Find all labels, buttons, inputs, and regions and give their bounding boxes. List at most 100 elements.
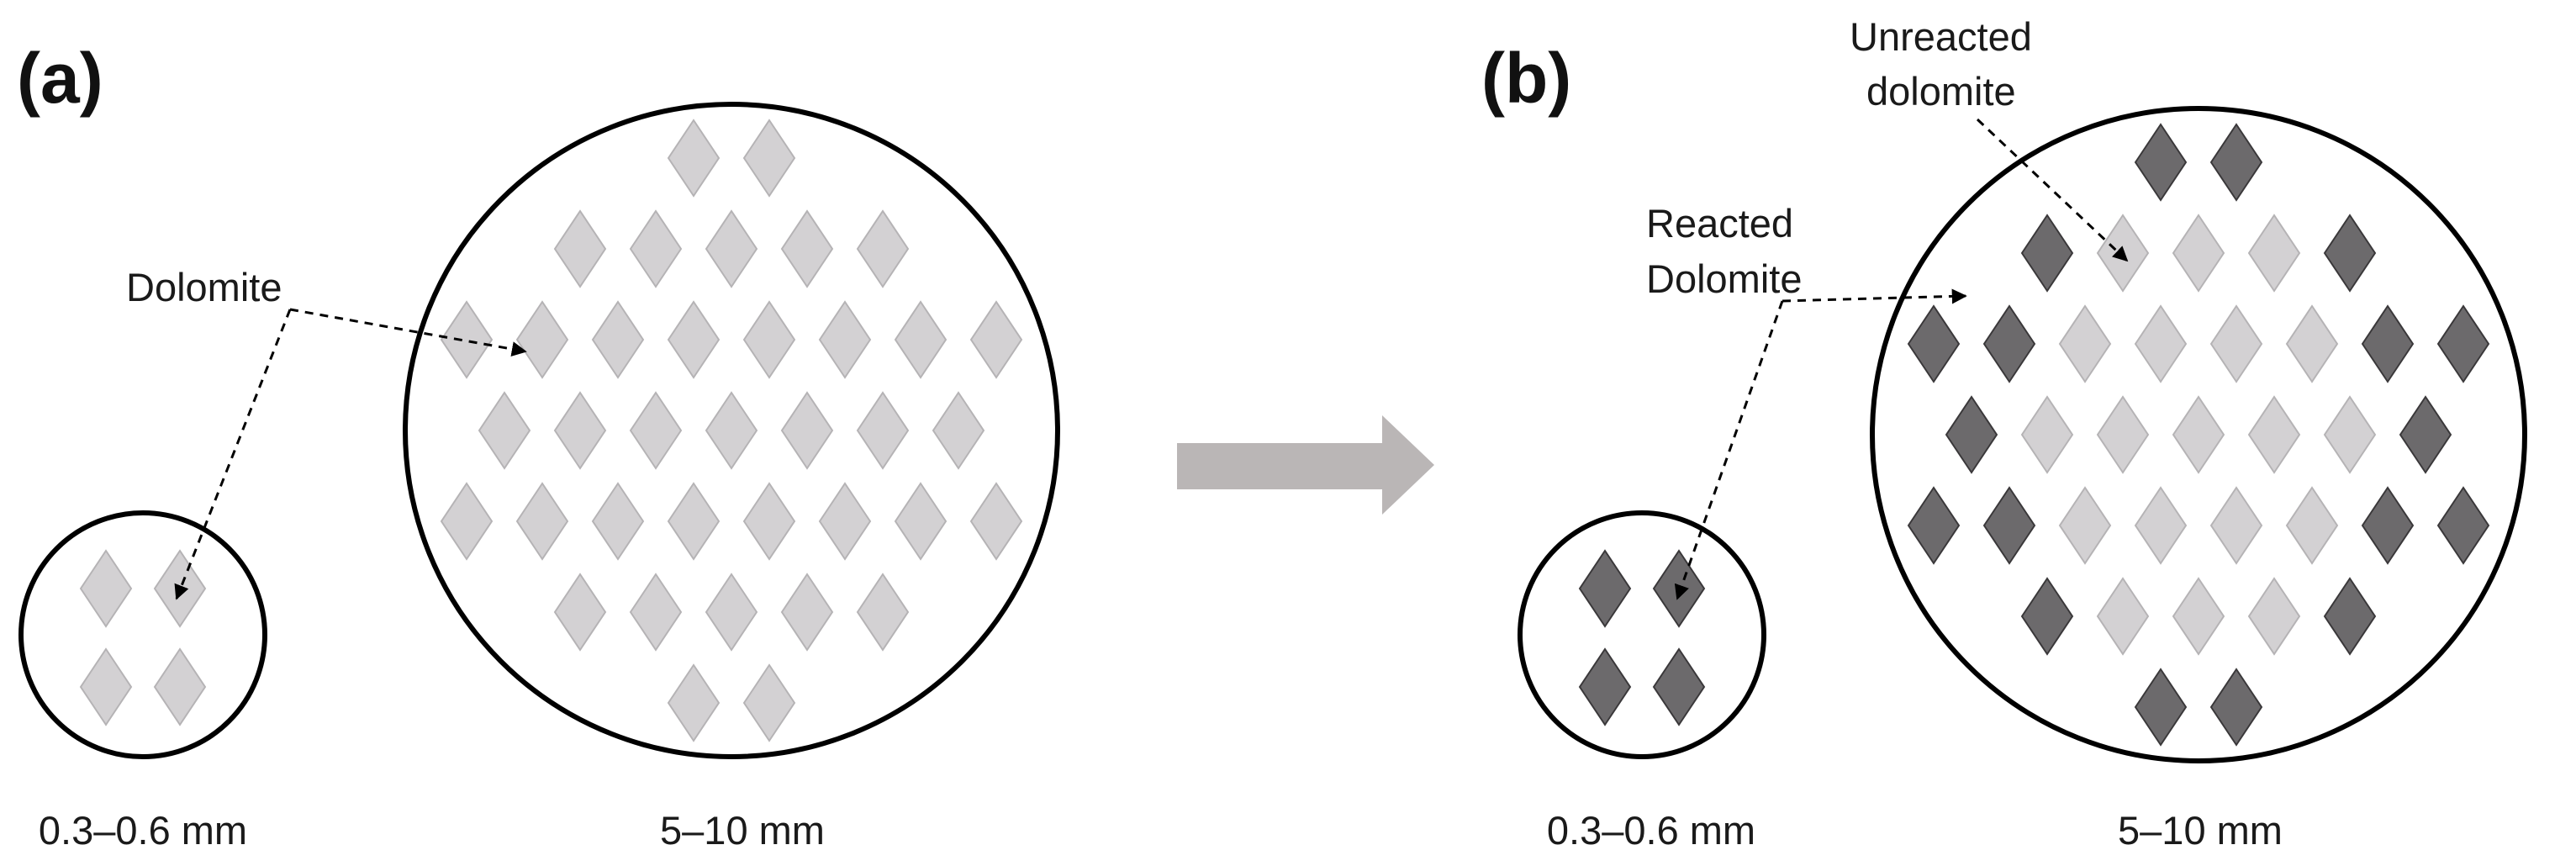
- unreacted-dolomite-grain: [2285, 304, 2339, 383]
- reacted-dolomite-grain: [2323, 577, 2377, 656]
- dolomite-leader-small: [174, 309, 292, 600]
- unreacted-dolomite-grain: [2096, 395, 2150, 474]
- unreacted-dolomite-grain: [969, 482, 1023, 561]
- small-particle-b: [1518, 510, 1766, 759]
- dolomite-grain: [79, 647, 133, 726]
- unreacted-dolomite-grain: [515, 300, 569, 379]
- reacted-dolomite-grain: [2020, 214, 2074, 293]
- small-particle-a-grains: [79, 549, 207, 726]
- unreacted-dolomite-grain: [2172, 577, 2225, 656]
- size-label-a-small: 0.3–0.6 mm: [39, 808, 247, 853]
- callout-dolomite: Dolomite: [126, 265, 282, 309]
- large-particle-b-grains: [1907, 123, 2490, 747]
- unreacted-dolomite-grain: [591, 482, 645, 561]
- large-particle-a-grains: [440, 119, 1023, 742]
- reacted-dolomite-grain: [1945, 395, 1998, 474]
- unreacted-leader: [1976, 118, 2129, 262]
- small-particle-b-grains: [1578, 549, 1706, 726]
- unreacted-dolomite-grain: [856, 209, 910, 288]
- callout-unreacted-line2: dolomite: [1866, 69, 2016, 114]
- unreacted-dolomite-grain: [2172, 395, 2225, 474]
- unreacted-dolomite-grain: [667, 663, 721, 742]
- unreacted-dolomite-grain: [667, 119, 721, 198]
- unreacted-dolomite-grain: [667, 300, 721, 379]
- unreacted-dolomite-grain: [2134, 304, 2188, 383]
- callout-reacted-line1: Reacted: [1646, 201, 1793, 246]
- reacted-dolomite-grain: [2323, 214, 2377, 293]
- unreacted-dolomite-grain: [742, 300, 796, 379]
- unreacted-dolomite-grain: [894, 300, 948, 379]
- callout-unreacted-line1: Unreacted: [1850, 14, 2032, 59]
- unreacted-dolomite-grain: [553, 209, 607, 288]
- unreacted-dolomite-grain: [856, 391, 910, 470]
- reacted-dolomite-grain: [1982, 304, 2036, 383]
- reacted-dolomite-grain: [1578, 549, 1632, 628]
- dolomite-leader-large: [289, 308, 527, 357]
- unreacted-dolomite-grain: [742, 482, 796, 561]
- reacted-dolomite-grain: [1907, 486, 1961, 565]
- panel-a-label: (a): [17, 39, 103, 118]
- unreacted-dolomite-grain: [2134, 486, 2188, 565]
- reacted-dolomite-grain: [1982, 486, 2036, 565]
- unreacted-dolomite-grain: [894, 482, 948, 561]
- callout-reacted-line2: Dolomite: [1646, 256, 1802, 301]
- unreacted-dolomite-grain: [705, 209, 758, 288]
- unreacted-dolomite-grain: [478, 391, 531, 470]
- reacted-dolomite-grain: [2361, 304, 2415, 383]
- reacted-dolomite-grain: [2209, 123, 2263, 202]
- reacted-dolomite-grain: [1907, 304, 1961, 383]
- unreacted-dolomite-grain: [780, 573, 834, 652]
- dolomite-grain: [79, 549, 133, 628]
- unreacted-dolomite-grain: [2247, 214, 2301, 293]
- unreacted-dolomite-grain: [440, 300, 494, 379]
- unreacted-dolomite-grain: [932, 391, 985, 470]
- size-label-b-large: 5–10 mm: [2118, 808, 2283, 853]
- reacted-dolomite-grain: [2361, 486, 2415, 565]
- reacted-dolomite-grain: [1652, 647, 1706, 726]
- unreacted-dolomite-grain: [2209, 486, 2263, 565]
- unreacted-dolomite-grain: [2285, 486, 2339, 565]
- panel-b-label: (b): [1481, 39, 1571, 118]
- reacted-dolomite-grain: [2134, 668, 2188, 747]
- unreacted-dolomite-grain: [515, 482, 569, 561]
- unreacted-dolomite-grain: [2020, 395, 2074, 474]
- unreacted-dolomite-grain: [818, 482, 872, 561]
- unreacted-dolomite-grain: [440, 482, 494, 561]
- small-particle-a: [18, 510, 267, 759]
- unreacted-dolomite-grain: [553, 573, 607, 652]
- unreacted-dolomite-grain: [591, 300, 645, 379]
- size-label-b-small: 0.3–0.6 mm: [1547, 808, 1755, 853]
- reacted-dolomite-grain: [2134, 123, 2188, 202]
- unreacted-dolomite-grain: [2209, 304, 2263, 383]
- reacted-dolomite-grain: [2209, 668, 2263, 747]
- reacted-dolomite-grain: [2436, 304, 2490, 383]
- unreacted-dolomite-grain: [856, 573, 910, 652]
- unreacted-dolomite-grain: [780, 209, 834, 288]
- unreacted-dolomite-grain: [2096, 577, 2150, 656]
- size-label-a-large: 5–10 mm: [660, 808, 825, 853]
- process-arrow: [1177, 415, 1434, 515]
- unreacted-dolomite-grain: [629, 209, 683, 288]
- unreacted-dolomite-grain: [2172, 214, 2225, 293]
- unreacted-dolomite-grain: [818, 300, 872, 379]
- unreacted-dolomite-grain: [553, 391, 607, 470]
- reacted-dolomite-grain: [2020, 577, 2074, 656]
- reacted-leader-small: [1674, 300, 1784, 600]
- unreacted-dolomite-grain: [742, 663, 796, 742]
- reacted-dolomite-grain: [1578, 647, 1632, 726]
- reacted-dolomite-grain: [2436, 486, 2490, 565]
- unreacted-dolomite-grain: [705, 391, 758, 470]
- unreacted-dolomite-grain: [2058, 304, 2112, 383]
- reacted-dolomite-grain: [2399, 395, 2452, 474]
- unreacted-dolomite-grain: [2247, 395, 2301, 474]
- reacted-leader-large: [1782, 288, 1967, 304]
- unreacted-dolomite-grain: [780, 391, 834, 470]
- unreacted-dolomite-grain: [705, 573, 758, 652]
- unreacted-dolomite-grain: [2323, 395, 2377, 474]
- unreacted-dolomite-grain: [667, 482, 721, 561]
- unreacted-dolomite-grain: [2247, 577, 2301, 656]
- unreacted-dolomite-grain: [629, 391, 683, 470]
- unreacted-dolomite-grain: [2058, 486, 2112, 565]
- unreacted-dolomite-grain: [969, 300, 1023, 379]
